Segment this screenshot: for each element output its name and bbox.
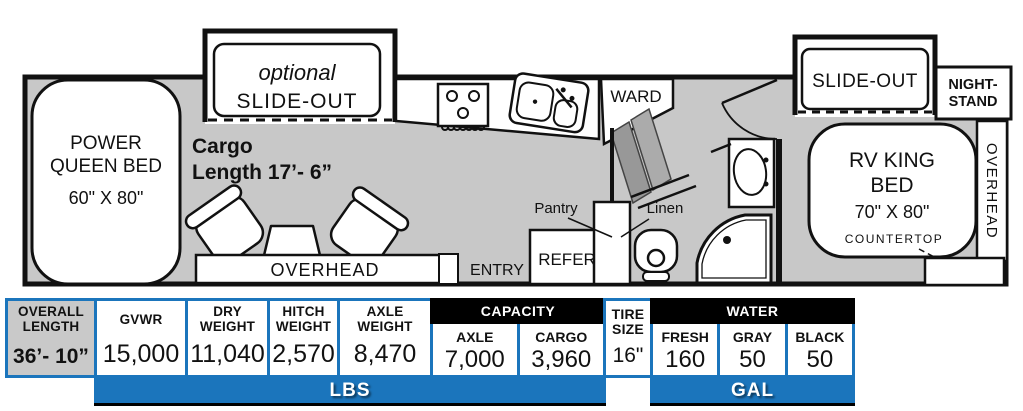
svg-text:Cargo: Cargo: [192, 135, 253, 158]
capacity-cargo-label: CARGO: [535, 329, 588, 345]
lbs-unit-bar: LBS: [94, 378, 606, 403]
chair-right: [329, 186, 410, 267]
bedroom-slideout-label: SLIDE-OUT: [812, 71, 918, 92]
water-fresh-value: 160: [665, 346, 706, 373]
tire-size-label1: TIRE: [611, 305, 645, 322]
capacity-cargo-value: 3,960: [531, 346, 592, 373]
gvwr-cell: GVWR 15,000: [94, 298, 188, 378]
capacity-cargo: CARGO 3,960: [516, 324, 604, 375]
capacity-axle-label: AXLE: [456, 329, 494, 345]
capacity-cell: CAPACITY AXLE 7,000 CARGO 3,960: [430, 298, 606, 378]
water-fresh: FRESH 160: [653, 324, 717, 375]
capacity-axle-value: 7,000: [444, 346, 505, 373]
gvwr-label: GVWR: [119, 311, 163, 327]
overhead-living-label: OVERHEAD: [270, 260, 379, 280]
bedroom-slideout: SLIDE-OUT: [792, 34, 938, 117]
tire-size-cell: TIRE SIZE 16": [603, 298, 653, 378]
water-black-value: 50: [806, 346, 834, 373]
hitch-weight-label1: HITCH: [282, 304, 325, 320]
queen-bed-line1: POWER: [70, 133, 142, 154]
hitch-weight-label2: WEIGHT: [275, 319, 332, 334]
svg-text:Length 17’- 6”: Length 17’- 6”: [192, 161, 332, 184]
countertop: [923, 256, 1006, 287]
optional-slideout-line1: optional: [258, 60, 336, 85]
overall-length-label2: LENGTH: [22, 319, 80, 334]
overhead-cabinet-living: OVERHEAD: [194, 253, 457, 285]
nightstand-line2: STAND: [949, 94, 998, 110]
cargo-length-label: Cargo Length 17’- 6”: [192, 135, 332, 184]
cooktop-icon: [436, 82, 490, 131]
refer-label: REFER: [538, 250, 596, 269]
pantry-cabinet: [592, 200, 632, 286]
wardrobe-doors: [610, 107, 697, 210]
water-fresh-label: FRESH: [661, 329, 709, 345]
svg-text:Pantry: Pantry: [534, 200, 578, 217]
water-gray-label: GRAY: [732, 329, 773, 345]
optional-slideout-line2: SLIDE-OUT: [236, 90, 357, 113]
pantry-label: Pantry: [534, 200, 613, 238]
queen-bed-size: 60" X 80": [69, 188, 144, 208]
ward-label: WARD: [610, 87, 661, 106]
hitch-weight-cell: HITCH WEIGHT 2,570: [267, 298, 340, 378]
spec-table: OVERALL LENGTH 36’- 10” GVWR 15,000 DRY …: [5, 295, 855, 411]
king-bed-line1: RV KING: [849, 149, 935, 172]
capacity-header: CAPACITY: [430, 298, 606, 324]
hitch-weight-value: 2,570: [272, 340, 335, 368]
power-queen-bed: POWER QUEEN BED 60" X 80": [30, 78, 182, 286]
entry-label: ENTRY: [470, 262, 524, 279]
water-gray: GRAY 50: [717, 324, 784, 375]
dry-weight-cell: DRY WEIGHT 11,040: [185, 298, 270, 378]
chair-left: [184, 184, 265, 265]
optional-slideout: optional SLIDE-OUT: [202, 28, 398, 124]
water-black-label: BLACK: [795, 329, 845, 345]
shower-icon: [695, 213, 773, 285]
water-header: WATER: [650, 298, 855, 324]
nightstand-line1: NIGHT-: [948, 77, 997, 93]
king-bed-size: 70" X 80": [855, 202, 930, 222]
gal-unit-bar: GAL: [650, 378, 855, 403]
tire-size-label2: SIZE: [612, 321, 644, 337]
svg-text:Linen: Linen: [647, 200, 684, 217]
countertop-label: COUNTERTOP: [845, 232, 944, 246]
bath-sink-icon: [710, 137, 776, 209]
water-cell: WATER FRESH 160 GRAY 50 BLACK 50: [650, 298, 855, 378]
entry-step: [438, 253, 459, 285]
water-gray-value: 50: [739, 346, 766, 373]
axle-weight-label2: WEIGHT: [357, 319, 413, 334]
queen-bed-line2: QUEEN BED: [50, 156, 162, 177]
axle-weight-cell: AXLE WEIGHT 8,470: [337, 298, 433, 378]
linen-label: Linen: [620, 200, 684, 238]
capacity-axle: AXLE 7,000: [433, 324, 517, 375]
kitchen-sink-icon: [508, 72, 590, 134]
dry-weight-label2: WEIGHT: [199, 319, 256, 334]
overall-length-label1: OVERALL: [18, 304, 84, 320]
overall-length-value: 36’- 10”: [13, 345, 89, 369]
toilet-icon: [633, 228, 679, 282]
dry-weight-label1: DRY: [213, 304, 242, 320]
gvwr-value: 15,000: [102, 340, 180, 368]
king-bed-line2: BED: [870, 174, 913, 197]
axle-weight-label1: AXLE: [366, 304, 404, 320]
nightstand: NIGHT- STAND: [934, 65, 1013, 121]
rv-king-bed: RV KING BED 70" X 80" COUNTERTOP: [807, 122, 978, 272]
floorplan: optional SLIDE-OUT SLIDE-OUT NIGHT- STAN…: [22, 28, 1013, 287]
tire-size-value: 16": [612, 344, 644, 367]
axle-weight-value: 8,470: [353, 340, 417, 368]
overhead-bedroom-label: OVERHEAD: [983, 143, 1000, 239]
overhead-cabinet-bedroom: OVERHEAD: [975, 119, 1009, 263]
water-black: BLACK 50: [784, 324, 852, 375]
overall-length-cell: OVERALL LENGTH 36’- 10”: [5, 298, 97, 378]
dry-weight-value: 11,040: [190, 340, 265, 368]
